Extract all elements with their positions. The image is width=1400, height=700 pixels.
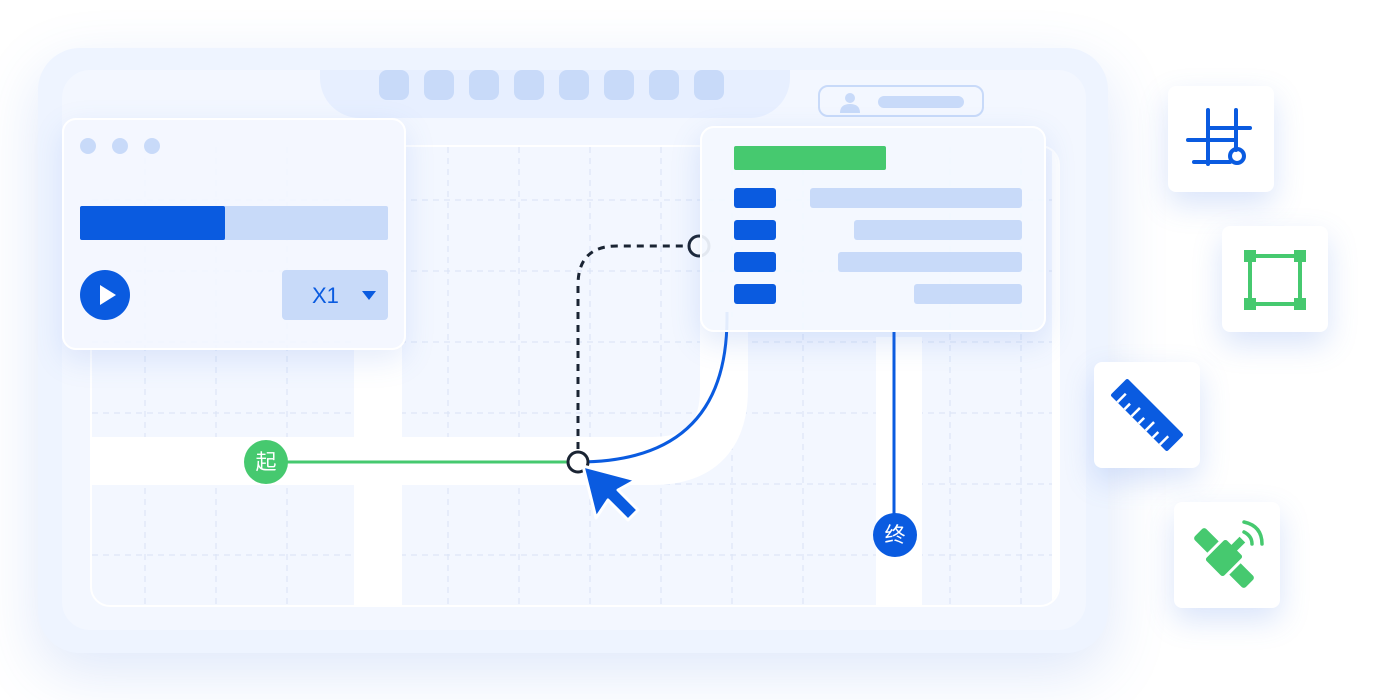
panel-header-bar <box>734 146 886 170</box>
satellite-icon <box>1194 520 1264 588</box>
tab-placeholder[interactable] <box>469 70 499 100</box>
chevron-down-icon <box>362 291 376 300</box>
list-item-tag[interactable] <box>734 188 776 208</box>
play-button[interactable] <box>80 270 130 320</box>
route-curve-segment <box>577 312 729 464</box>
playback-progress-bar[interactable] <box>80 206 388 240</box>
playback-panel: X1 <box>62 118 406 350</box>
route-start-marker[interactable]: 起 <box>244 440 288 484</box>
list-item-line <box>810 188 1022 208</box>
avatar-icon <box>840 93 860 113</box>
tab-placeholder[interactable] <box>694 70 724 100</box>
user-account-button[interactable] <box>818 85 984 117</box>
play-icon <box>100 285 116 305</box>
tab-placeholder[interactable] <box>559 70 589 100</box>
ruler-tool-button[interactable] <box>1094 362 1200 468</box>
tab-placeholder[interactable] <box>424 70 454 100</box>
tab-placeholder[interactable] <box>649 70 679 100</box>
mouse-cursor-icon <box>581 464 640 522</box>
user-name-placeholder <box>878 96 964 108</box>
info-panel <box>700 126 1046 332</box>
crop-icon <box>1186 108 1252 166</box>
list-item-tag[interactable] <box>734 284 776 304</box>
satellite-tool-button[interactable] <box>1174 502 1280 608</box>
ruler-icon <box>1111 379 1183 451</box>
bounding-box-icon <box>1244 250 1306 310</box>
crop-tool-button[interactable] <box>1168 86 1274 192</box>
list-item-tag[interactable] <box>734 220 776 240</box>
window-dot <box>112 138 128 154</box>
route-dashed-path <box>576 244 699 462</box>
tab-placeholder[interactable] <box>379 70 409 100</box>
window-dot <box>144 138 160 154</box>
list-item-line <box>914 284 1022 304</box>
bounding-box-tool-button[interactable] <box>1222 226 1328 332</box>
tab-placeholder[interactable] <box>604 70 634 100</box>
window-dot <box>80 138 96 154</box>
speed-label: X1 <box>312 283 339 308</box>
route-end-marker[interactable]: 终 <box>873 513 917 557</box>
tab-placeholder[interactable] <box>514 70 544 100</box>
speed-select[interactable]: X1 <box>282 270 388 320</box>
progress-fill <box>80 206 225 240</box>
list-item-line <box>838 252 1022 272</box>
list-item-line <box>854 220 1022 240</box>
list-item-tag[interactable] <box>734 252 776 272</box>
